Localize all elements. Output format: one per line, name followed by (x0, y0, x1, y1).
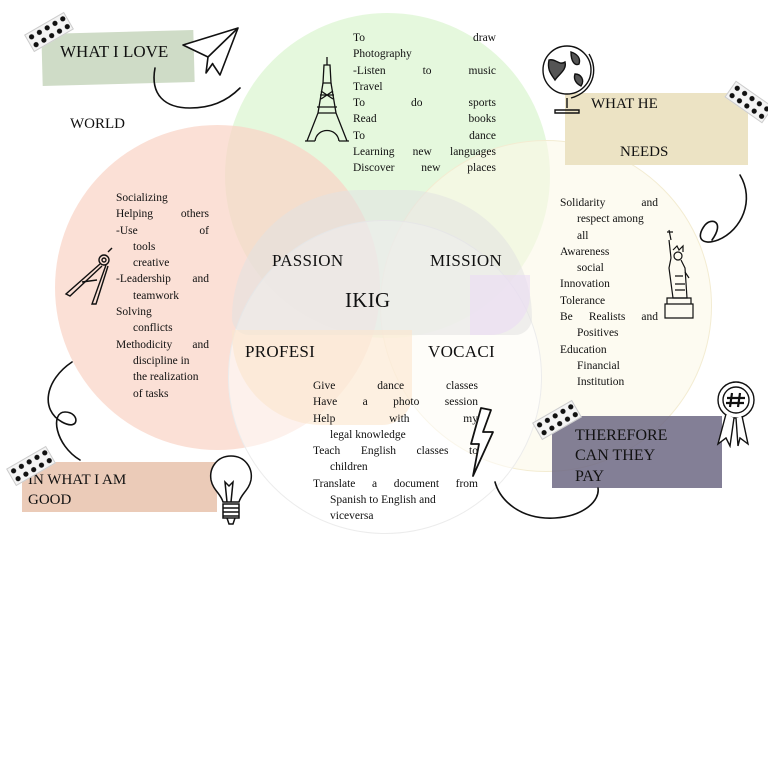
list-item: respect among (577, 213, 644, 226)
list-item: the realization (133, 371, 199, 384)
list-item: Financial Institution (577, 359, 625, 389)
list-item: Discover new places (353, 162, 496, 175)
lightbulb-icon (209, 455, 253, 525)
list-item: Photography (353, 48, 412, 61)
list-item: -Listen to music (353, 64, 496, 77)
list-item: -Use of (116, 224, 209, 237)
list-item: Innovation (560, 278, 610, 291)
list-item: Tolerance (560, 294, 606, 307)
mission-label: MISSION (430, 251, 503, 270)
list-item: To do sports (353, 97, 496, 110)
tag-what-he-needs (565, 93, 748, 165)
list-item: Have a photo session (313, 396, 478, 409)
eiffel-tower-icon (305, 57, 349, 142)
statue-of-liberty-icon (664, 229, 694, 319)
list-item: Solving (116, 306, 152, 319)
paper-plane-icon (182, 27, 239, 76)
list-item: Positives (577, 327, 619, 340)
list-item: Teach English classes to (313, 445, 478, 458)
list-item: Read books (353, 113, 496, 126)
list-item: To draw (353, 32, 496, 44)
list-item: Travel (353, 80, 383, 93)
list-item: Awareness (560, 245, 610, 258)
what-i-love-label: WHAT I LOVE (60, 42, 169, 61)
list-item: creative (133, 257, 170, 270)
list-item: tools (133, 240, 156, 253)
tag-therefore-can-they-pay (552, 416, 722, 488)
list-item: Learning new languages (353, 146, 496, 159)
profession-label: PROFESI (245, 342, 316, 361)
list-item: Methodicity and (116, 338, 209, 351)
list-item: Helping others (116, 208, 209, 221)
list-item: discipline in (133, 354, 190, 367)
badge-hashtag-icon (716, 381, 755, 448)
tag-good-at (22, 462, 217, 512)
list-item: teamwork (133, 289, 179, 302)
pay-label-3: PAY (575, 468, 605, 485)
what-he-needs-label-2: NEEDS (620, 144, 669, 160)
list-item: Be Realists and (560, 311, 658, 324)
list-item: -Leadership and (116, 273, 209, 286)
vocation-label: VOCACI (428, 342, 495, 361)
list-item: social (577, 262, 604, 275)
list-item: legal knowledge (330, 428, 406, 441)
lightning-icon (470, 407, 494, 477)
list-item: children (330, 461, 368, 474)
list-item: all (577, 229, 589, 242)
list-item: of tasks (133, 387, 169, 400)
world-label: WORLD (70, 116, 125, 132)
list-item: Education (560, 343, 607, 356)
list-item: Solidarity and (560, 197, 658, 209)
passion-label: PASSION (272, 251, 344, 270)
list-item: Translate a document from (313, 477, 478, 490)
good-at-label-1: IN WHAT I AM (28, 472, 127, 488)
list-item: Spanish to English and (330, 494, 436, 507)
good-at-label-2: GOOD (28, 492, 72, 508)
list-item: Help with my (313, 412, 478, 425)
list-item: viceversa (330, 510, 374, 523)
ikig-label: IKIG (345, 288, 391, 312)
list-item: Socializing (116, 192, 168, 204)
pay-label-2: CAN THEY (575, 447, 656, 464)
list-item: Give dance classes (313, 380, 478, 392)
list-item: conflicts (133, 322, 173, 335)
what-he-needs-label-1: WHAT HE (591, 96, 658, 112)
list-item: To dance (353, 129, 496, 142)
compass-icon (64, 247, 113, 305)
globe-icon (542, 45, 595, 114)
pay-label-1: THEREFORE (575, 427, 668, 444)
